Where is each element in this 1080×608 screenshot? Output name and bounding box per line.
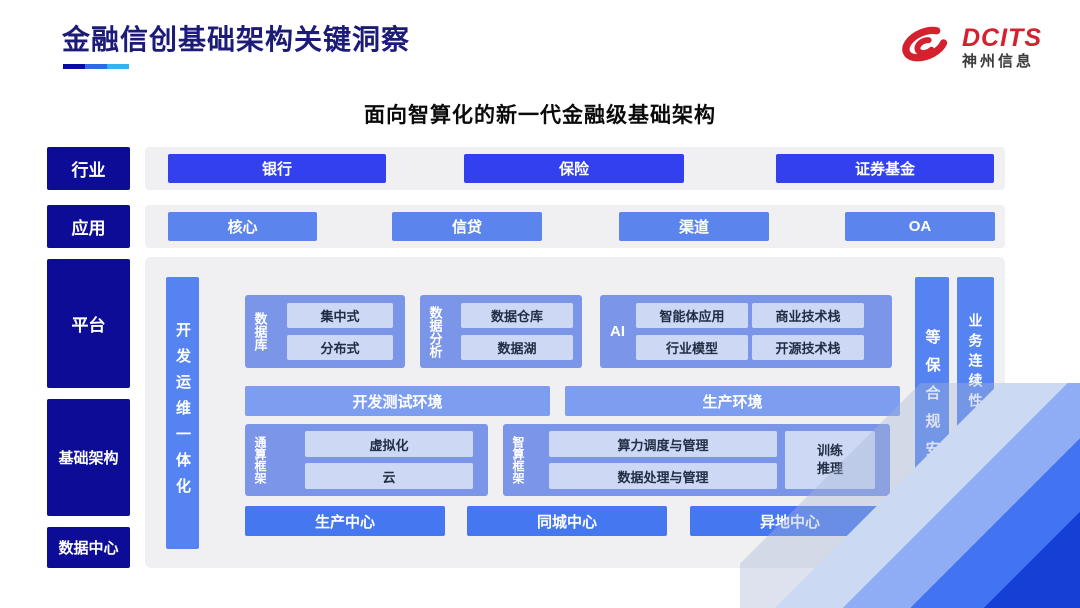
application-item-credit: 信贷 xyxy=(392,212,542,241)
industry-item-insurance: 保险 xyxy=(464,154,684,183)
intelligent-compute-item-scheduling: 算力调度与管理 xyxy=(549,431,777,457)
pillar-devops-label: 开发运维一体化 xyxy=(174,322,191,504)
database-item-centralized: 集中式 xyxy=(287,303,393,328)
analytics-item-warehouse: 数据仓库 xyxy=(461,303,573,328)
diagram-subtitle: 面向智算化的新一代金融级基础架构 xyxy=(364,104,716,127)
application-item-channel: 渠道 xyxy=(619,212,769,241)
ai-item-commercial-stack: 商业技术栈 xyxy=(752,303,864,328)
ai-item-industry-model: 行业模型 xyxy=(636,335,748,360)
center-production: 生产中心 xyxy=(245,506,445,536)
group-database-label: 数据库 xyxy=(252,312,268,351)
logo-brand: DCITS xyxy=(962,23,1042,52)
application-item-oa: OA xyxy=(845,212,995,241)
row-label-application: 应用 xyxy=(47,205,130,248)
pillar-continuity: 业务连续性及数据保护 xyxy=(957,277,994,549)
application-item-core: 核心 xyxy=(168,212,317,241)
center-same-city: 同城中心 xyxy=(467,506,667,536)
group-database: 数据库 集中式 分布式 xyxy=(245,295,405,368)
accent-segment-dark xyxy=(63,64,85,69)
pillar-devops: 开发运维一体化 xyxy=(166,277,199,549)
industry-item-securities: 证券基金 xyxy=(776,154,994,183)
inference-label: 推理 xyxy=(816,461,843,476)
accent-segment-light xyxy=(107,64,129,69)
row-label-industry: 行业 xyxy=(47,147,130,190)
ai-item-opensource-stack: 开源技术栈 xyxy=(752,335,864,360)
group-ai-label: AI xyxy=(610,323,625,340)
general-compute-item-virtualization: 虚拟化 xyxy=(305,431,473,457)
pillar-security: 等保合规安全 xyxy=(915,277,949,549)
group-ai: AI 智能体应用 商业技术栈 行业模型 开源技术栈 xyxy=(600,295,892,368)
intelligent-compute-item-data-mgmt: 数据处理与管理 xyxy=(549,463,777,489)
group-general-compute: 通算框架 虚拟化 云 xyxy=(245,424,488,496)
group-analytics: 数据分析 数据仓库 数据湖 xyxy=(420,295,582,368)
side-label-platform: 平台 xyxy=(47,259,130,388)
group-intelligent-compute: 智算框架 算力调度与管理 数据处理与管理 训练 推理 xyxy=(503,424,890,496)
industry-item-bank: 银行 xyxy=(168,154,386,183)
dcits-swirl-icon xyxy=(902,26,948,62)
center-remote: 异地中心 xyxy=(690,506,890,536)
environment-devtest: 开发测试环境 xyxy=(245,386,550,416)
environment-production: 生产环境 xyxy=(565,386,900,416)
ai-item-agent-app: 智能体应用 xyxy=(636,303,748,328)
intelligent-compute-item-training-inference: 训练 推理 xyxy=(785,431,875,489)
group-intelligent-compute-label: 智算框架 xyxy=(511,436,525,484)
accent-segment-mid xyxy=(85,64,107,69)
title-accent-bar xyxy=(63,64,129,69)
application-row: 核心 信贷 渠道 OA xyxy=(145,205,1005,248)
group-general-compute-label: 通算框架 xyxy=(253,436,267,484)
side-label-datacenter: 数据中心 xyxy=(47,527,130,568)
industry-row: 银行 保险 证券基金 xyxy=(145,147,1005,190)
training-label: 训练 xyxy=(816,443,843,459)
logo-company: 神州信息 xyxy=(962,52,1035,70)
logo-text: DCITS 神州信息 xyxy=(962,23,1042,70)
side-label-infrastructure: 基础架构 xyxy=(47,399,130,516)
pillar-security-label: 等保合规安全 xyxy=(923,329,941,497)
dcits-logo: DCITS 神州信息 xyxy=(890,20,1042,74)
page-title: 金融信创基础架构关键洞察 xyxy=(62,24,411,55)
group-analytics-label: 数据分析 xyxy=(427,305,443,358)
analytics-item-lake: 数据湖 xyxy=(461,335,573,360)
database-item-distributed: 分布式 xyxy=(287,335,393,360)
general-compute-item-cloud: 云 xyxy=(305,463,473,489)
pillar-continuity-label: 业务连续性及数据保护 xyxy=(967,313,984,513)
